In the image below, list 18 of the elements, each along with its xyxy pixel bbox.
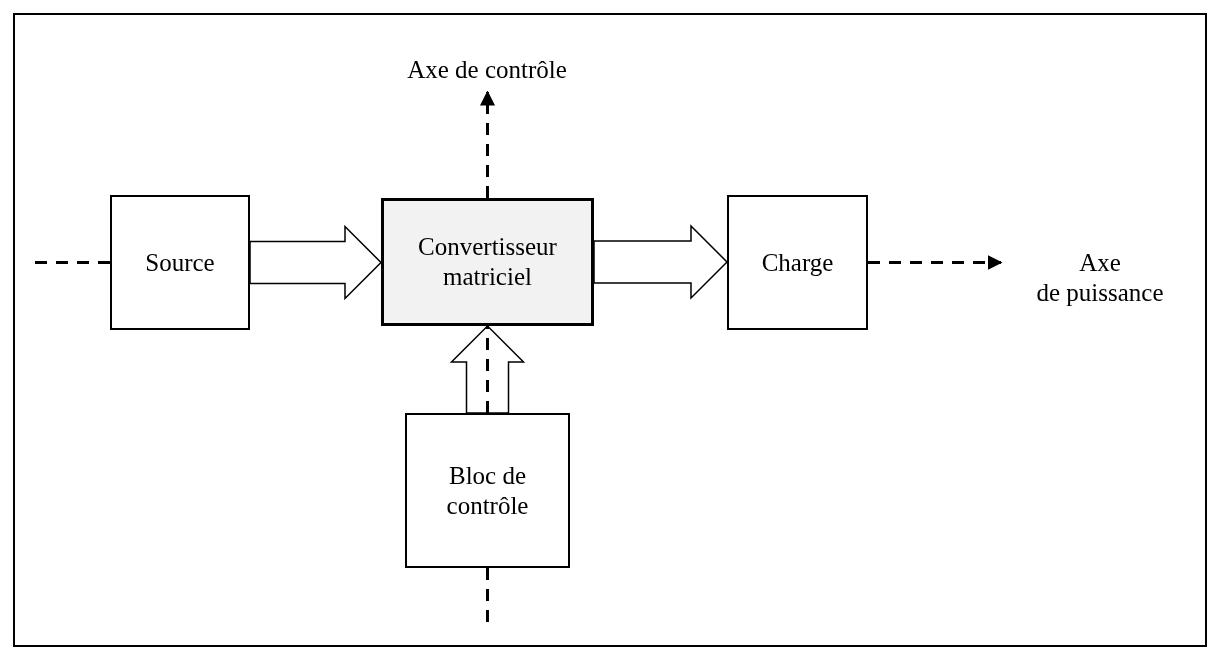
dashed-line xyxy=(486,568,489,622)
dashed-line xyxy=(35,261,110,264)
node-label: Charge xyxy=(761,247,834,278)
node-label: Bloc de contrôle xyxy=(446,460,529,521)
node-label: Axe xyxy=(1079,247,1121,278)
process-box xyxy=(405,413,570,568)
process-box xyxy=(727,195,868,330)
hollow-arrow xyxy=(249,224,383,301)
node-label: Axe de contrôle xyxy=(407,55,567,85)
node-label: Source xyxy=(145,247,215,278)
hollow-arrow xyxy=(449,324,526,414)
dashed-arrow xyxy=(868,255,1003,270)
converter-box xyxy=(381,198,594,326)
hollow-arrow xyxy=(593,224,729,300)
node-label: Convertisseur matriciel xyxy=(417,232,558,292)
node-label: de puissance xyxy=(1036,277,1164,308)
process-box xyxy=(110,195,250,330)
dashed-arrow xyxy=(480,90,495,198)
